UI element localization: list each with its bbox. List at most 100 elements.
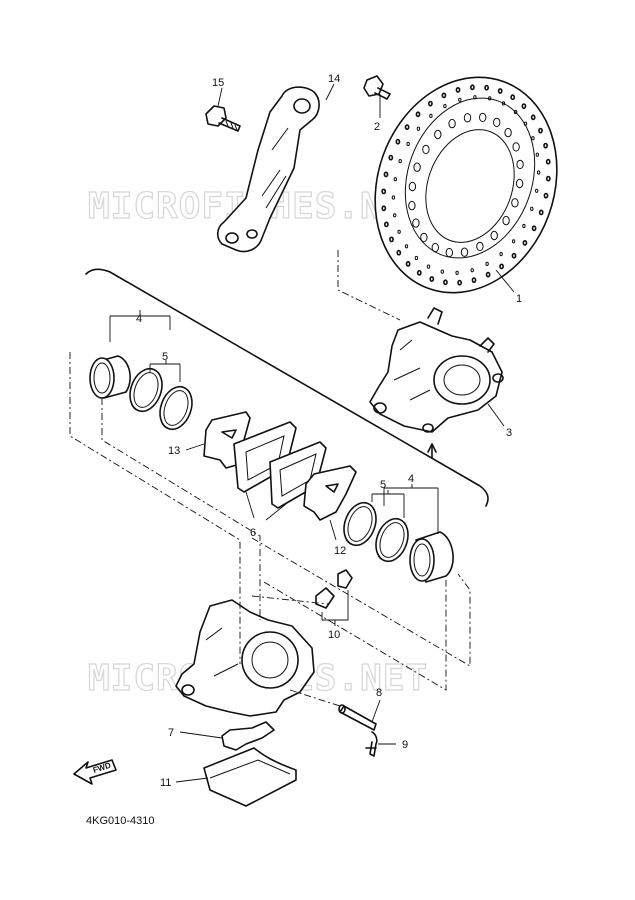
callout-13: 13 <box>168 445 180 457</box>
disc-hole <box>471 277 477 283</box>
piston-left <box>89 355 131 399</box>
disc-hole <box>511 239 516 244</box>
brake-disc <box>374 76 558 294</box>
callout-9: 9 <box>402 739 408 751</box>
pad-cover <box>203 747 297 807</box>
disc-hole <box>470 268 474 273</box>
callout-7: 7 <box>168 727 174 739</box>
disc-hole <box>422 144 430 155</box>
disc-hole <box>545 175 551 182</box>
disc-hole <box>545 158 551 165</box>
disc-hole <box>530 206 534 211</box>
disc-hole <box>522 223 526 229</box>
pad-spring <box>221 721 275 751</box>
group-arrow-head <box>427 443 437 453</box>
piston-right <box>409 531 454 583</box>
disc-hole <box>440 269 444 274</box>
disc-hole <box>543 142 549 149</box>
disc-hole <box>502 215 510 226</box>
disc-hole <box>443 104 447 109</box>
callout-5-left: 5 <box>162 351 168 363</box>
disc-hole <box>405 260 411 267</box>
disc-hole <box>412 218 420 228</box>
disc-hole <box>513 109 518 115</box>
disc-hole <box>388 154 394 161</box>
disc-hole <box>512 142 520 152</box>
disc-hole <box>488 96 492 101</box>
clip <box>365 731 378 757</box>
bracket-bolt <box>205 105 241 132</box>
disc-hole <box>522 239 528 246</box>
callout-14: 14 <box>328 73 340 85</box>
leader-lines <box>109 83 515 783</box>
callout-10: 10 <box>328 629 340 641</box>
disc-hole <box>531 136 535 141</box>
disc-bolt <box>363 75 391 100</box>
disc-hole <box>408 200 416 211</box>
disc-hole <box>457 279 463 286</box>
disc-hole <box>455 87 461 93</box>
disc-hole <box>497 88 503 94</box>
disc-hole <box>391 195 396 200</box>
pad-shim-12 <box>303 465 357 521</box>
disc-hole <box>395 138 401 145</box>
disc-hole <box>448 118 456 129</box>
disc-hole <box>493 117 501 128</box>
disc-hole <box>398 159 402 164</box>
disc-hole <box>381 205 387 212</box>
callout-4-right: 4 <box>408 473 414 485</box>
disc-hole <box>445 247 453 258</box>
disc-hole <box>476 241 484 252</box>
disc-hole <box>413 162 421 172</box>
disc-hole <box>538 209 544 216</box>
disc-hole <box>523 121 528 126</box>
disc-hole <box>543 192 549 199</box>
disc-hole <box>485 271 491 278</box>
disc-hole <box>535 152 539 157</box>
disc-hole <box>538 127 543 134</box>
disc-hole <box>499 252 503 257</box>
disc-hole <box>504 127 512 138</box>
group-bracket-line <box>85 268 489 507</box>
pad-pin <box>338 704 377 731</box>
disc-hole <box>490 230 498 241</box>
disc-hole <box>531 225 537 232</box>
disc-hole <box>383 171 389 178</box>
disc-hole <box>397 229 401 234</box>
disc-hole <box>460 247 469 257</box>
callout-3: 3 <box>506 427 512 439</box>
disc-hole <box>406 141 410 147</box>
piston-seals-left <box>129 367 193 431</box>
disc-hole <box>511 198 519 208</box>
disc-hole <box>455 270 459 275</box>
disc-hole <box>469 84 475 91</box>
disc-hole <box>408 181 417 192</box>
disc-hole <box>463 113 472 123</box>
disc-hole <box>441 92 447 99</box>
disc-hole <box>535 188 539 193</box>
disc-hole <box>416 269 422 276</box>
piston-seals-right <box>343 501 409 563</box>
bleed-screw <box>315 569 353 609</box>
disc-hole <box>404 244 409 249</box>
disc-hole <box>393 177 397 182</box>
callout-5-right: 5 <box>380 479 386 491</box>
disc-hole <box>510 94 516 101</box>
disc-hole <box>416 126 421 131</box>
caliper-assembly <box>369 307 504 433</box>
disc-hole <box>404 124 410 130</box>
disc-hole <box>479 112 487 123</box>
disc-hole <box>442 279 448 286</box>
callout-6: 6 <box>250 527 256 539</box>
disc-hole <box>434 129 442 140</box>
disc-hole <box>414 255 419 261</box>
disc-hole <box>431 242 439 253</box>
disc-hole <box>427 100 433 107</box>
callout-4-left: 4 <box>136 313 142 325</box>
disc-hole <box>420 232 428 243</box>
caliper-bracket <box>216 86 320 253</box>
callout-15: 15 <box>212 77 224 89</box>
disc-hole <box>515 178 524 189</box>
diagram-code: 4KG010-4310 <box>86 815 155 827</box>
disc-hole <box>484 84 490 91</box>
